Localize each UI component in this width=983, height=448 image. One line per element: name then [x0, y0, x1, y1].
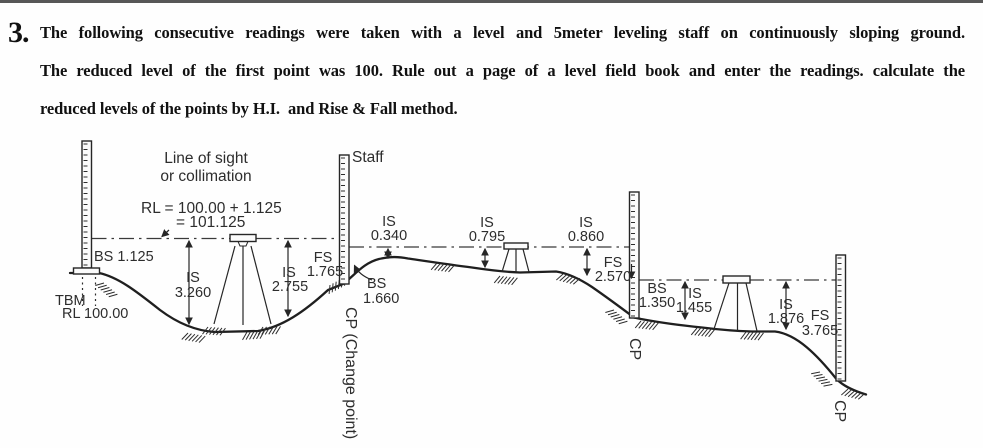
- change-point-2-label: CP: [626, 338, 643, 360]
- problem-text-line: reduced levels of the points by H.I. and…: [40, 99, 458, 118]
- staff-label: Staff: [352, 149, 384, 166]
- reading-is2-value: 2.755: [272, 279, 308, 295]
- reading-fs2-value: 2.570: [595, 269, 631, 285]
- problem-text-line: The reduced level of the first point was…: [40, 61, 965, 80]
- reading-fs3-value: 3.765: [802, 323, 838, 339]
- scan-edge-artifact: [0, 0, 983, 3]
- staff-graduations: [83, 143, 842, 380]
- reading-is1-label: IS: [186, 270, 200, 286]
- problem-statement: 3. The following consecutive readings we…: [8, 14, 968, 128]
- reading-is1-value: 3.260: [175, 285, 211, 301]
- problem-number: 3.: [8, 16, 29, 49]
- reading-is5-value: 0.860: [568, 229, 604, 245]
- level-instrument-2: [501, 242, 530, 273]
- reading-bs1: BS 1.125: [94, 249, 154, 265]
- reading-is6-value: 1.455: [676, 300, 712, 316]
- reading-is7-value: 1.876: [768, 311, 804, 327]
- level-instrument-3: [713, 275, 758, 332]
- reading-fs3-label: FS: [811, 308, 830, 324]
- reading-fs1-value: 1.765: [307, 264, 343, 280]
- reading-is7-label: IS: [779, 297, 793, 313]
- reading-is5-label: IS: [579, 215, 593, 231]
- leader-rl-to-line-of-sight: [161, 229, 170, 238]
- change-point-3-label: CP: [831, 400, 848, 422]
- tbm-rl-label: RL 100.00: [62, 306, 128, 322]
- reading-bs2-label: BS: [367, 276, 386, 292]
- problem-text: The following consecutive readings were …: [40, 14, 965, 128]
- line-of-sight-label: Line of sight: [164, 150, 248, 167]
- rl-calculation-line1: RL = 100.00 + 1.125: [141, 200, 282, 217]
- change-point-1-label: CP (Change point): [342, 307, 359, 439]
- reading-bs2-value: 1.660: [363, 291, 399, 307]
- ground-hatch-marks: [95, 262, 866, 400]
- rl-calculation-line2: = 101.125: [176, 214, 245, 231]
- reading-is4-label: IS: [480, 215, 494, 231]
- reading-is6-label: IS: [688, 286, 702, 302]
- tbm-label: TBM: [55, 293, 86, 309]
- problem-text-line: The following consecutive readings were …: [40, 23, 965, 42]
- reading-is3-value: 0.340: [371, 228, 407, 244]
- level-instrument-1: [213, 233, 272, 325]
- reading-is3-label: IS: [382, 214, 396, 230]
- line-of-sight-label: or collimation: [160, 168, 251, 185]
- reading-fs2-label: FS: [604, 255, 623, 271]
- reading-is4-value: 0.795: [469, 229, 505, 245]
- reading-fs1-label: FS: [314, 250, 333, 266]
- reading-is2-label: IS: [282, 265, 296, 281]
- reading-bs3-label: BS: [647, 281, 666, 297]
- reading-bs3-value: 1.350: [639, 295, 675, 311]
- leveling-staff-2: [338, 154, 350, 285]
- leader-bs-1660-to-staff: [353, 264, 373, 281]
